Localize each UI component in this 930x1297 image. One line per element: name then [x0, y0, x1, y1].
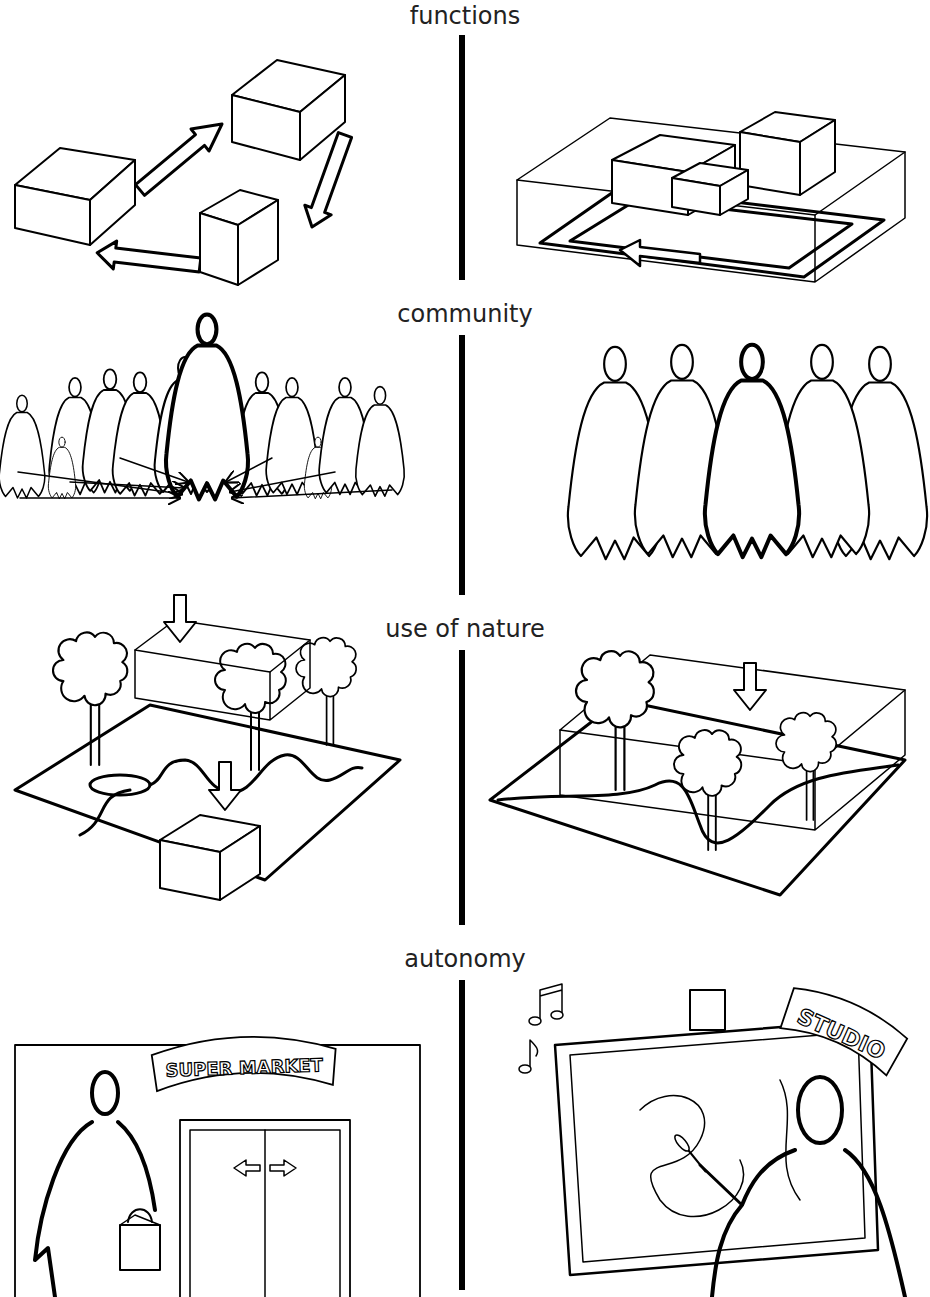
- block-side: [220, 826, 260, 900]
- banner-text: SUPER MARKET: [147, 1027, 341, 1102]
- container-edges: [517, 152, 905, 282]
- block-side: [800, 120, 835, 195]
- person: [48, 437, 75, 499]
- door-frame: [180, 1120, 350, 1297]
- converge-arrow: [232, 490, 392, 498]
- divider: [459, 335, 465, 595]
- tree: [215, 644, 286, 770]
- door-arrow: [234, 1160, 260, 1176]
- tree: [53, 632, 127, 765]
- down-arrow: [164, 595, 196, 642]
- door-arrow: [270, 1160, 296, 1176]
- music-note-head: [519, 1065, 531, 1073]
- tree: [576, 651, 654, 790]
- converge-arrow: [226, 458, 272, 482]
- section-heading: autonomy: [404, 945, 526, 973]
- block-front: [672, 178, 720, 215]
- section-heading: use of nature: [385, 615, 545, 643]
- music-note-head: [551, 1011, 563, 1019]
- person-head: [798, 1077, 842, 1143]
- block-side: [238, 200, 278, 285]
- music-note: [540, 984, 562, 1020]
- person-body: [712, 1150, 905, 1297]
- down-arrow: [209, 762, 241, 810]
- door: [190, 1130, 340, 1297]
- block-front: [160, 840, 220, 900]
- tree: [674, 730, 741, 850]
- painting-stroke: [640, 1080, 800, 1217]
- building: [15, 1045, 420, 1297]
- banner: SUPER MARKET: [147, 1027, 341, 1096]
- block-side: [720, 170, 748, 215]
- built-on-nature: [15, 595, 400, 900]
- down-arrow: [734, 663, 766, 710]
- converge-arrow: [230, 472, 335, 492]
- section-heading: community: [397, 300, 532, 328]
- block-front: [232, 95, 300, 160]
- integrated-with-nature: [490, 651, 905, 895]
- block-front: [15, 185, 90, 245]
- block-front: [200, 213, 238, 285]
- supermarket-scene: [15, 1045, 420, 1297]
- combined-functions: [517, 112, 905, 282]
- basket: [120, 1225, 160, 1270]
- person-head: [92, 1072, 118, 1114]
- person: [356, 387, 405, 497]
- central-person: [166, 314, 248, 499]
- converge-arrow: [120, 458, 188, 482]
- container-top: [517, 118, 905, 215]
- door-split: [264, 1130, 266, 1297]
- divider: [459, 35, 465, 280]
- divider: [459, 650, 465, 925]
- divider: [459, 980, 465, 1290]
- basket-rim: [120, 1215, 160, 1225]
- converge-arrow: [70, 482, 184, 488]
- flow-arrow: [97, 241, 201, 272]
- block-side: [300, 75, 345, 160]
- brush-tip: [673, 1133, 692, 1153]
- crowd: [0, 314, 404, 499]
- block-side: [90, 160, 135, 245]
- group-of-people: [568, 345, 927, 559]
- easel-top: [690, 990, 725, 1030]
- person: [0, 395, 45, 498]
- music-note-head: [529, 1017, 541, 1025]
- converge-arrow: [20, 497, 180, 499]
- separate-functions: [15, 60, 352, 285]
- section-heading: functions: [410, 2, 521, 30]
- canvas-inner: [570, 1032, 865, 1262]
- central-person: [705, 345, 799, 557]
- music-note: [530, 1040, 538, 1068]
- block-edges: [135, 640, 310, 720]
- tree: [776, 713, 836, 820]
- ground: [490, 700, 905, 895]
- loop-arrow: [620, 240, 700, 266]
- block-top: [135, 620, 310, 672]
- flow-arrow: [136, 124, 223, 195]
